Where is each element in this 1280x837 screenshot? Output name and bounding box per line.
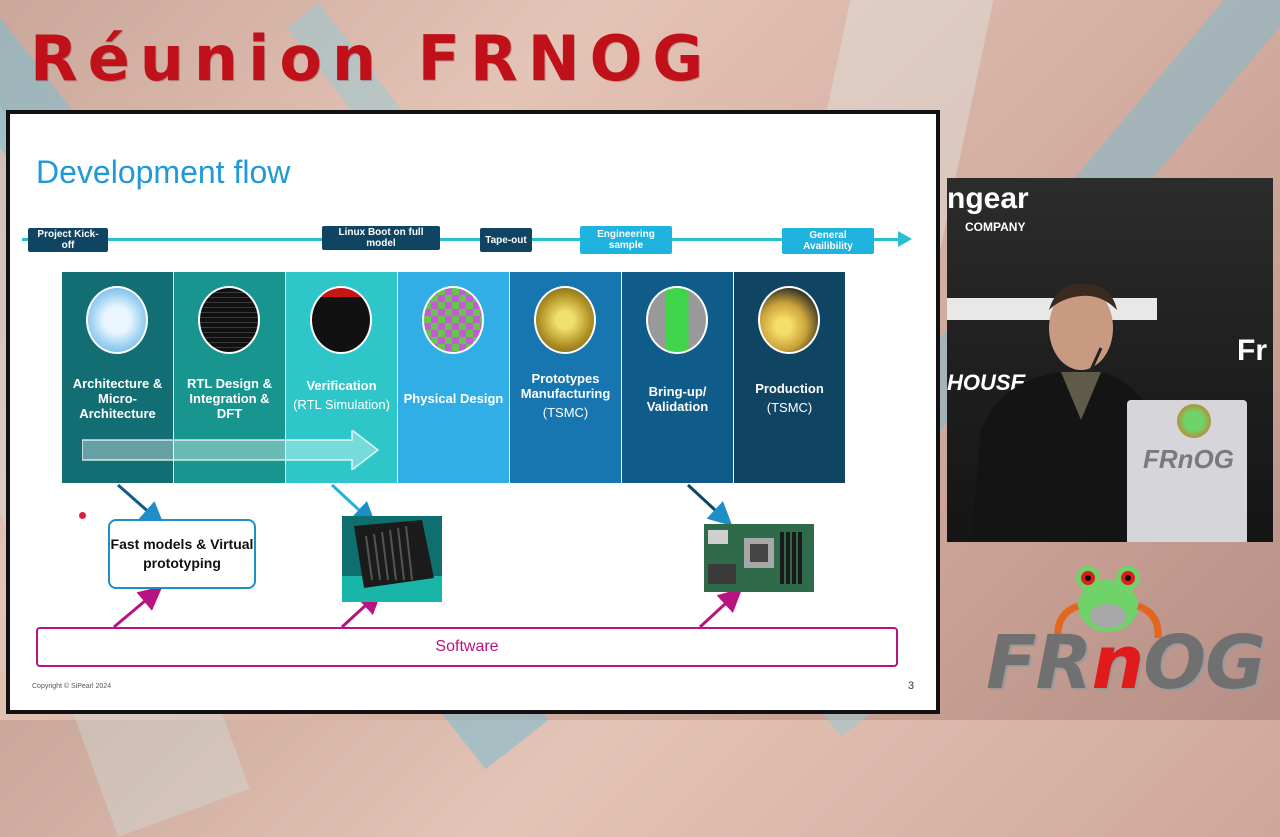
- stage-rtl-design: RTL Design & Integration & DFT: [174, 272, 285, 483]
- laser-pointer-dot: [78, 511, 87, 520]
- stage-production: Production (TSMC): [734, 272, 845, 483]
- presentation-slide: Development flow Project Kick-off Linux …: [10, 114, 936, 710]
- software-bar: Software: [36, 627, 898, 667]
- logo-text-n: n: [1091, 620, 1145, 706]
- stage-label: RTL Design & Integration & DFT: [187, 376, 272, 421]
- speaker-video: ngear COMPANY HOUSE Fr FRnOG: [947, 178, 1273, 542]
- architecture-diagram-image: [86, 286, 148, 354]
- validation-board-image: [646, 286, 708, 354]
- backdrop-text: COMPANY: [965, 220, 1026, 234]
- fast-models-box: Fast models & Virtual prototyping: [108, 519, 256, 589]
- stage-label: Physical Design: [403, 391, 504, 406]
- stage-bring-up: Bring-up/ Validation: [622, 272, 733, 483]
- stage-title: Verification: [306, 378, 377, 393]
- copyright: Copyright © SiPearl 2024: [32, 683, 112, 690]
- logo-text-suffix: OG: [1143, 620, 1266, 706]
- milestone-tape-out: Tape-out: [480, 228, 532, 252]
- slide-title: Development flow: [36, 154, 291, 190]
- speaker-image: [971, 283, 1161, 542]
- stage-physical-design: Physical Design: [398, 272, 509, 483]
- frnog-logo: FRnOG: [986, 560, 1266, 710]
- timeline-line: [22, 238, 902, 241]
- stage-label: Bring-up/ Validation: [646, 384, 709, 414]
- timeline-arrowhead: [898, 231, 912, 247]
- code-terminal-image: [198, 286, 260, 354]
- stage-title: Prototypes Manufacturing: [520, 371, 611, 401]
- wafer-image: [758, 286, 820, 354]
- stage-label: Prototypes Manufacturing (TSMC): [514, 371, 617, 420]
- backdrop-text: ngear: [947, 182, 1029, 215]
- frog-mascot-icon: [1054, 566, 1162, 639]
- stage-subtitle: (RTL Simulation): [293, 397, 390, 412]
- backdrop-text: Fr: [1237, 334, 1267, 367]
- stage-label: Architecture & Micro-Architecture: [72, 376, 163, 421]
- emulator-hardware-image: [342, 516, 442, 602]
- slide-frame: Development flow Project Kick-off Linux …: [6, 110, 940, 714]
- stage-subtitle: (TSMC): [542, 405, 589, 420]
- stage-label: Production (TSMC): [738, 381, 841, 415]
- milestone-project-kickoff: Project Kick-off: [28, 228, 108, 252]
- stage-verification: Verification (RTL Simulation): [286, 272, 397, 483]
- stage-architecture: Architecture & Micro-Architecture: [62, 272, 173, 483]
- simulation-waveform-image: [310, 286, 372, 354]
- manufacturing-image: [534, 286, 596, 354]
- frnog-wordmark: FRnOG: [986, 620, 1266, 706]
- milestone-engineering-sample: Engineering sample: [580, 226, 672, 254]
- progress-arrow-icon: [82, 430, 380, 470]
- milestone-linux-boot: Linux Boot on full model: [322, 226, 440, 250]
- stage-subtitle: (TSMC): [766, 400, 813, 415]
- milestone-general-availability: General Availibility: [782, 228, 874, 254]
- page-number: 3: [908, 680, 915, 692]
- stage-label: Verification (RTL Simulation): [290, 378, 393, 412]
- connector-arrows: [113, 483, 743, 629]
- stage-title: Production: [755, 381, 824, 396]
- event-title: Réunion FRNOG: [30, 22, 714, 95]
- chip-layout-image: [422, 286, 484, 354]
- frog-icon: [1177, 404, 1211, 438]
- logo-text-prefix: FR: [986, 620, 1093, 706]
- podium-logo: FRnOG: [1143, 444, 1234, 474]
- stage-prototypes: Prototypes Manufacturing (TSMC): [510, 272, 621, 483]
- server-motherboard-image: [704, 524, 814, 592]
